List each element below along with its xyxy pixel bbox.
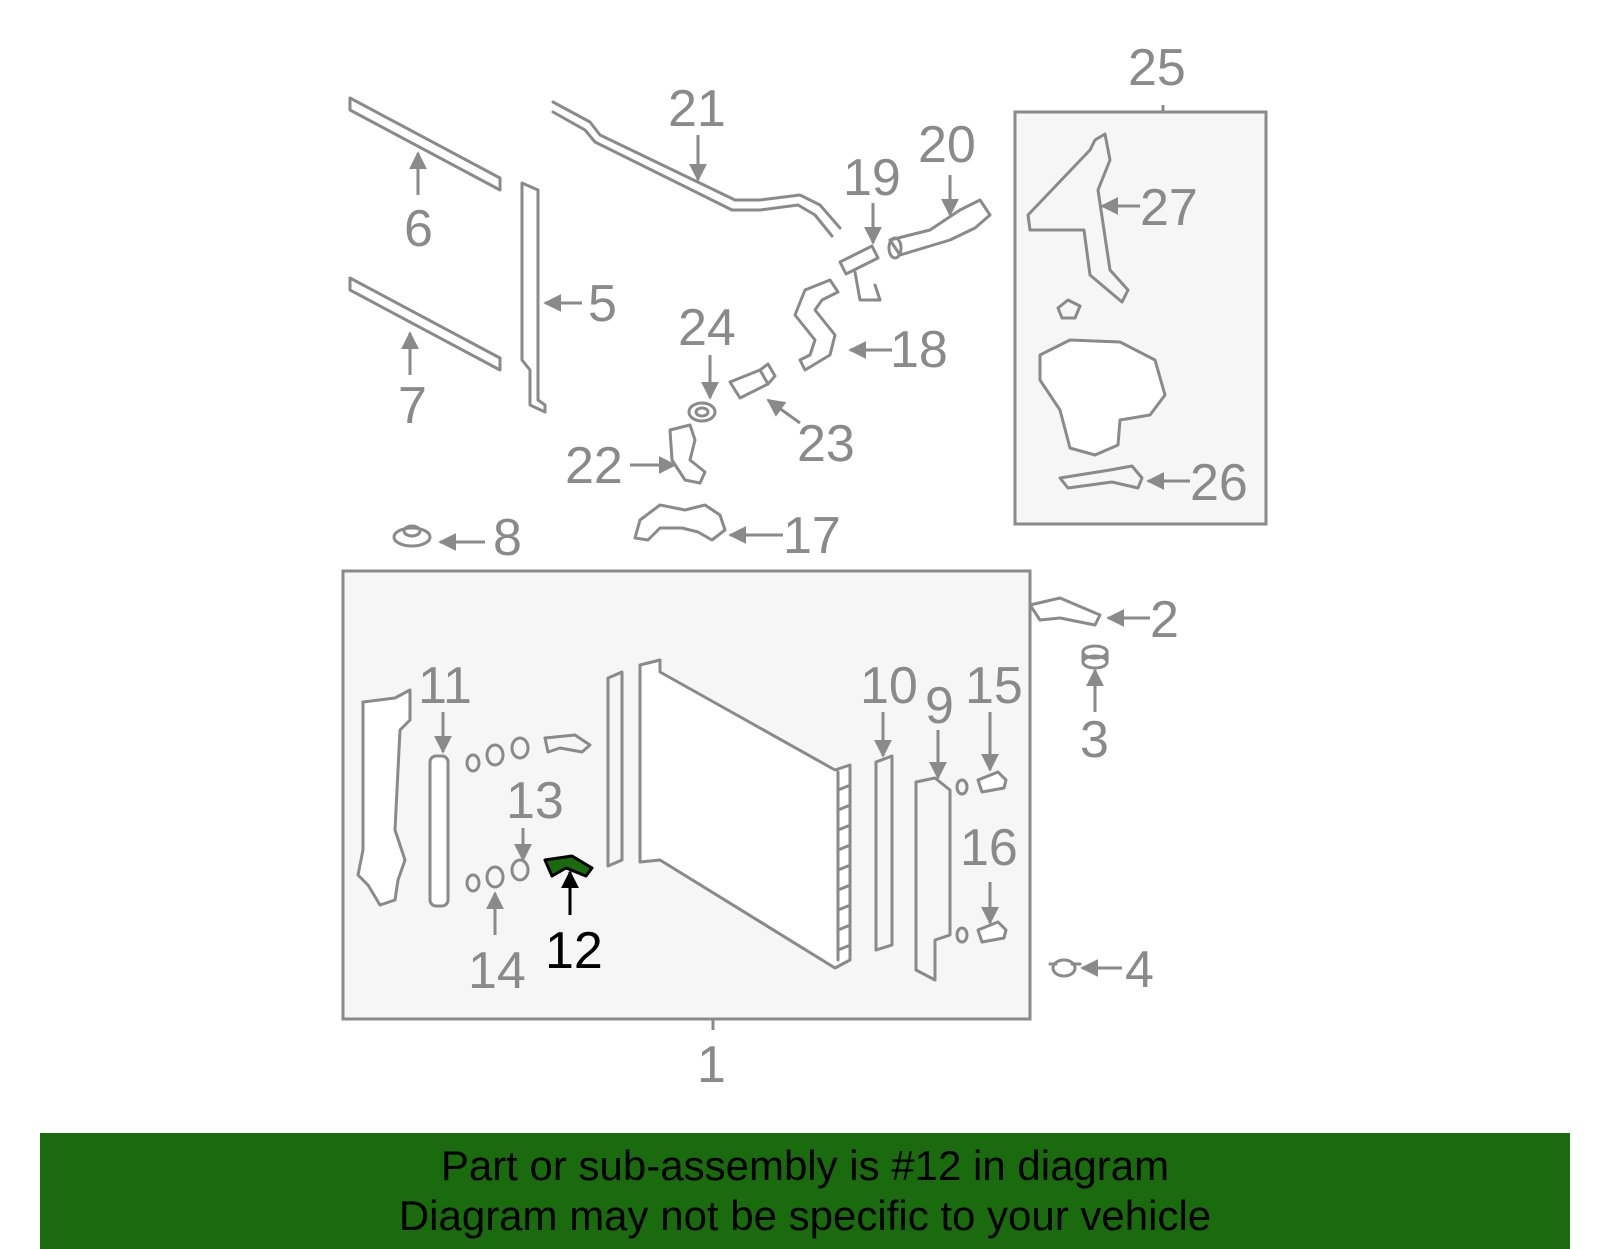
label-13: 13 bbox=[506, 772, 564, 830]
part-17-hose bbox=[633, 503, 727, 542]
part-26-bracket bbox=[1058, 464, 1144, 490]
label-1: 1 bbox=[697, 1036, 726, 1094]
label-4: 4 bbox=[1125, 941, 1154, 999]
label-8: 8 bbox=[493, 509, 522, 567]
label-3: 3 bbox=[1080, 711, 1109, 769]
parts-diagram: 6 7 5 21 19 20 18 24 23 22 17 8 25 27 26… bbox=[341, 39, 1268, 1094]
part-21-pipe bbox=[551, 100, 842, 238]
label-15: 15 bbox=[965, 657, 1023, 715]
part-27-bracket bbox=[1026, 132, 1130, 304]
part-9-bracket bbox=[914, 776, 969, 982]
part-3-bushing bbox=[1081, 644, 1109, 670]
part-15-valve bbox=[976, 770, 1008, 794]
part-18-hose bbox=[793, 278, 840, 372]
condenser-seal-left bbox=[606, 670, 624, 868]
reservoir-assembly-box bbox=[1013, 110, 1268, 526]
part-19-connector bbox=[838, 244, 882, 302]
banner-line-1: Part or sub-assembly is #12 in diagram bbox=[440, 1142, 1170, 1189]
part-tank-left bbox=[356, 688, 412, 907]
label-26: 26 bbox=[1190, 454, 1248, 512]
label-20: 20 bbox=[918, 116, 976, 174]
label-12[interactable]: 12 bbox=[545, 922, 603, 980]
label-10: 10 bbox=[860, 657, 918, 715]
part-5-side-seal bbox=[520, 181, 547, 414]
label-25: 25 bbox=[1128, 39, 1186, 97]
part-11-drier bbox=[428, 754, 450, 908]
label-17: 17 bbox=[783, 507, 841, 565]
label-6: 6 bbox=[404, 200, 433, 258]
label-5: 5 bbox=[588, 275, 617, 333]
label-16: 16 bbox=[960, 819, 1018, 877]
info-banner: Part or sub-assembly is #12 in diagram D… bbox=[40, 1133, 1570, 1249]
label-21: 21 bbox=[668, 80, 726, 138]
part-25-reservoir bbox=[1038, 298, 1167, 457]
label-22: 22 bbox=[565, 437, 623, 495]
oring-set-upper bbox=[465, 733, 592, 773]
part-8-cap bbox=[392, 524, 432, 548]
part-7-seal bbox=[348, 276, 502, 372]
part-16-valve bbox=[955, 920, 1008, 944]
part-12-pipe-highlighted[interactable] bbox=[543, 854, 594, 878]
part-4-clip bbox=[1048, 958, 1082, 978]
part-10-seal bbox=[874, 754, 894, 952]
label-2: 2 bbox=[1150, 591, 1179, 649]
part-20-hose bbox=[887, 198, 992, 260]
label-23: 23 bbox=[797, 415, 855, 473]
label-24: 24 bbox=[678, 299, 736, 357]
label-7: 7 bbox=[398, 377, 427, 435]
leader-lines bbox=[401, 105, 1190, 1030]
condenser-core bbox=[638, 658, 852, 970]
label-27: 27 bbox=[1140, 179, 1198, 237]
part-23-thermostat bbox=[728, 362, 777, 400]
label-14: 14 bbox=[468, 942, 526, 1000]
label-9: 9 bbox=[925, 677, 954, 735]
part-22-housing bbox=[668, 423, 707, 485]
label-19: 19 bbox=[843, 149, 901, 207]
part-24-seal-ring bbox=[687, 401, 717, 423]
label-18: 18 bbox=[890, 321, 948, 379]
part-2-bracket bbox=[1028, 596, 1102, 627]
banner-line-2: Diagram may not be specific to your vehi… bbox=[398, 1192, 1212, 1239]
label-11: 11 bbox=[418, 657, 472, 715]
part-6-seal bbox=[348, 96, 502, 192]
